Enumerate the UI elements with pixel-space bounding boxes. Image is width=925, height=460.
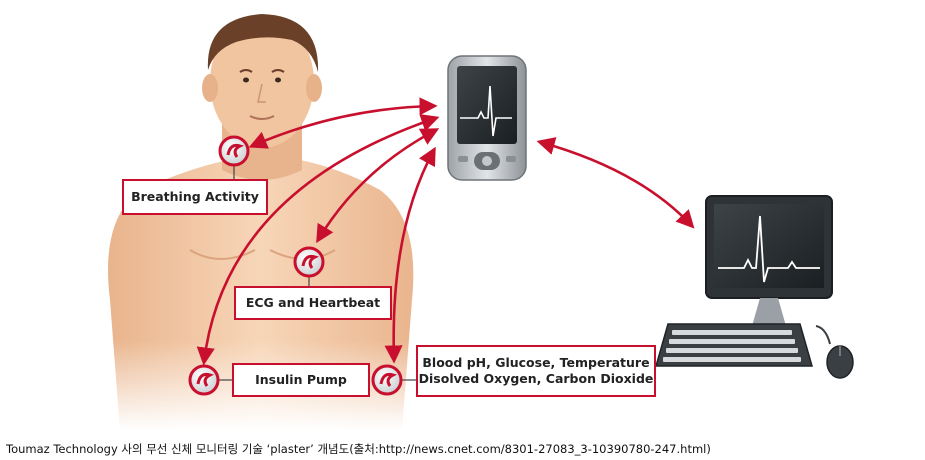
label-ecg-text: ECG and Heartbeat <box>245 295 381 310</box>
sensor-patch-icon <box>188 364 220 396</box>
handheld-monitor-icon <box>447 55 527 181</box>
arrow-insulin-to-device <box>196 114 440 366</box>
left-ear <box>202 74 218 102</box>
diagram-canvas <box>90 14 854 430</box>
arrow-device-to-computer <box>536 137 695 229</box>
label-breathing-text: Breathing Activity <box>131 189 259 204</box>
desktop-computer-icon <box>655 195 854 379</box>
label-blood-line1: Blood pH, Glucose, Temperature <box>422 355 650 370</box>
label-insulin-text: Insulin Pump <box>255 372 347 387</box>
sensor-patch-icon <box>218 135 250 167</box>
label-insulin-pump: Insulin Pump <box>232 363 370 397</box>
sensor-patch-icon <box>371 364 403 396</box>
label-blood-line2: Disolved Oxygen, Carbon Dioxide <box>418 371 654 386</box>
figure-caption: Toumaz Technology 사의 무선 신체 모니터링 기술 ‘plas… <box>6 442 711 456</box>
sensor-patch-icon <box>293 246 325 278</box>
label-breathing-activity: Breathing Activity <box>122 179 268 215</box>
arrow-blood-to-device <box>384 146 436 364</box>
hair <box>207 14 319 72</box>
right-ear <box>306 74 322 102</box>
label-ecg-heartbeat: ECG and Heartbeat <box>234 286 392 320</box>
wireless-links <box>196 97 695 366</box>
label-blood-parameters: Blood pH, Glucose, Temperature Disolved … <box>416 345 656 397</box>
